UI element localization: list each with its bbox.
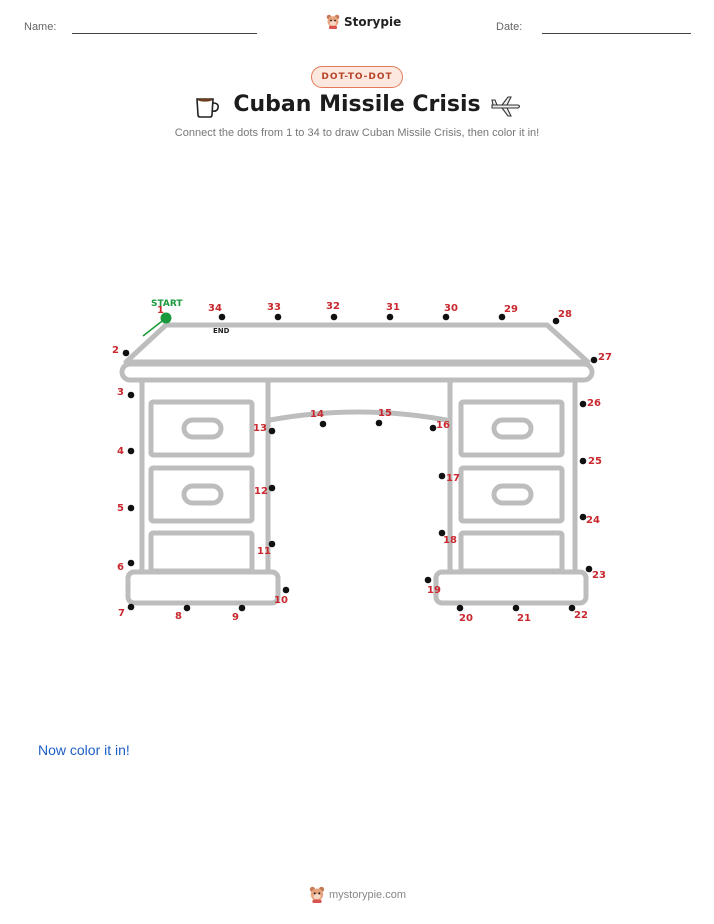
airplane-icon [491, 96, 521, 117]
dot-3[interactable] [127, 391, 135, 399]
dot-15[interactable] [375, 419, 383, 427]
dot-22[interactable] [568, 604, 576, 612]
storypie-mascot-icon [326, 14, 340, 29]
dot-23[interactable] [585, 565, 593, 573]
dot-13[interactable] [268, 427, 276, 435]
dot-label-5: 5 [117, 503, 124, 514]
dot-29[interactable] [498, 313, 506, 321]
dot-7[interactable] [127, 603, 135, 611]
dot-label-7: 7 [118, 608, 125, 619]
footer-url[interactable]: mystorypie.com [329, 888, 407, 901]
dot-10[interactable] [282, 586, 290, 594]
dot-33[interactable] [274, 313, 282, 321]
date-field-line[interactable] [542, 33, 691, 34]
page-title: Cuban Missile Crisis [233, 92, 481, 117]
dot-label-15: 15 [378, 408, 392, 419]
dot-label-19: 19 [427, 585, 441, 596]
coffee-mug-icon [196, 98, 219, 118]
dot-label-12: 12 [254, 486, 268, 497]
dot-28[interactable] [552, 317, 560, 325]
dot-label-31: 31 [386, 302, 400, 313]
dot-label-21: 21 [517, 613, 531, 624]
dot-label-17: 17 [446, 473, 460, 484]
dot-label-29: 29 [504, 304, 518, 315]
dot-6[interactable] [127, 559, 135, 567]
dot-label-23: 23 [592, 570, 606, 581]
dot-32[interactable] [330, 313, 338, 321]
dot-2[interactable] [122, 349, 130, 357]
dot-label-22: 22 [574, 610, 588, 621]
dot-16[interactable] [429, 424, 437, 432]
dot-9[interactable] [238, 604, 246, 612]
name-field-line[interactable] [72, 33, 257, 34]
end-marker: END [213, 327, 230, 335]
dot-4[interactable] [127, 447, 135, 455]
dot-label-32: 32 [326, 301, 340, 312]
dot-label-8: 8 [175, 611, 182, 622]
dot-label-2: 2 [112, 345, 119, 356]
dot-30[interactable] [442, 313, 450, 321]
dot-31[interactable] [386, 313, 394, 321]
dot-5[interactable] [127, 504, 135, 512]
dot-label-34: 34 [208, 303, 222, 314]
instructions: Connect the dots from 1 to 34 to draw Cu… [174, 127, 540, 139]
color-it-in-prompt: Now color it in! [38, 742, 130, 758]
dot-label-26: 26 [587, 398, 601, 409]
dot-27[interactable] [590, 356, 598, 364]
dot-label-18: 18 [443, 535, 457, 546]
dot-19[interactable] [424, 576, 432, 584]
dot-17[interactable] [438, 472, 446, 480]
dot-label-28: 28 [558, 309, 572, 320]
dot-8[interactable] [183, 604, 191, 612]
dot-label-24: 24 [586, 515, 600, 526]
dot-25[interactable] [579, 457, 587, 465]
start-marker: START [151, 299, 183, 309]
dot-to-dot-badge: DOT-TO-DOT [311, 66, 403, 88]
dot-18[interactable] [438, 529, 446, 537]
date-label: Date: [496, 21, 523, 33]
dot-label-11: 11 [257, 546, 271, 557]
dot-label-27: 27 [598, 352, 612, 363]
dot-label-1: 1 [157, 305, 164, 316]
dot-11[interactable] [268, 540, 276, 548]
footer: mystorypie.com [309, 886, 406, 903]
dot-label-20: 20 [459, 613, 473, 624]
name-label: Name: [24, 21, 57, 33]
dot-14[interactable] [319, 420, 327, 428]
dot-label-16: 16 [436, 420, 450, 431]
dot-20[interactable] [456, 604, 464, 612]
dot-label-3: 3 [117, 387, 124, 398]
dot-label-30: 30 [444, 303, 458, 314]
dot-26[interactable] [579, 400, 587, 408]
dot-label-14: 14 [310, 409, 324, 420]
dot-label-33: 33 [267, 302, 281, 313]
dot-label-6: 6 [117, 562, 124, 573]
dot-label-25: 25 [588, 456, 602, 467]
dot-label-4: 4 [117, 446, 124, 457]
dot-24[interactable] [579, 513, 587, 521]
storypie-mascot-icon [309, 886, 325, 903]
dot-label-10: 10 [274, 595, 288, 606]
brand-name: Storypie [344, 14, 402, 29]
brand-logo: Storypie [326, 14, 401, 29]
dot-34[interactable] [218, 313, 226, 321]
dot-1[interactable] [160, 312, 172, 324]
dot-label-9: 9 [232, 612, 239, 623]
desk-outline [119, 322, 595, 606]
dot-label-13: 13 [253, 423, 267, 434]
dot-12[interactable] [268, 484, 276, 492]
dot-21[interactable] [512, 604, 520, 612]
